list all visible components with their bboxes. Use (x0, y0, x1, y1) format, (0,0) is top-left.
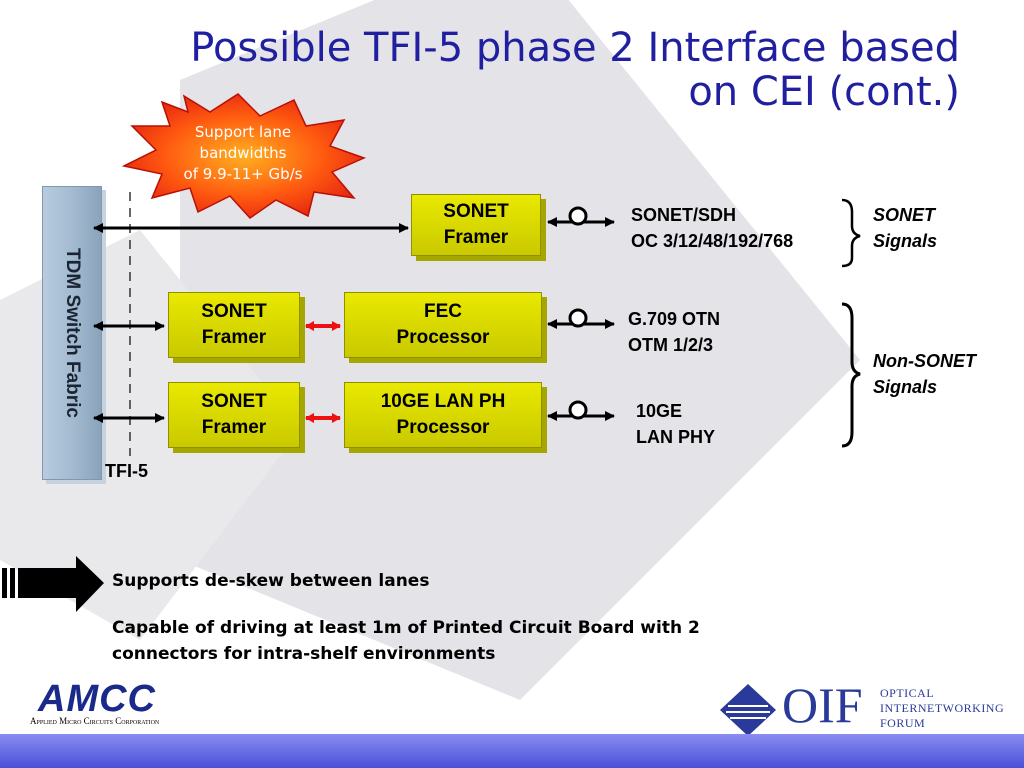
starburst-callout (121, 93, 367, 219)
oif-wordmark: OIF (782, 677, 863, 733)
brace-non-sonet (841, 302, 861, 448)
tdm-switch-fabric: TDM Switch Fabric (42, 186, 102, 480)
bullet-1: Supports de-skew between lanes (112, 571, 430, 591)
footer-bar (0, 734, 1024, 768)
oif-diamond-icon (720, 684, 776, 736)
page-title: Possible TFI-5 phase 2 Interface based o… (190, 25, 960, 115)
amcc-logo: AMCC Applied Micro Circuits Corporation (28, 678, 206, 734)
callout-text: Support lane bandwidths of 9.9-11+ Gb/s (183, 123, 303, 183)
tfi-label: TFI-5 (105, 461, 148, 481)
bullet-arrow (18, 556, 104, 612)
bullet-bar-1 (2, 568, 7, 598)
amcc-tagline: Applied Micro Circuits Corporation (30, 716, 160, 726)
bullet-bar-2 (10, 568, 15, 598)
loop-connector-3 (568, 400, 588, 420)
loop-connector-1 (568, 206, 588, 226)
amcc-wordmark: AMCC (38, 678, 156, 720)
oif-full-name: OPTICAL INTERNETWORKING FORUM (880, 686, 1005, 730)
loop-connector-2 (568, 308, 588, 328)
brace-sonet (841, 198, 861, 268)
bullet-2: Capable of driving at least 1m of Printe… (112, 618, 700, 664)
